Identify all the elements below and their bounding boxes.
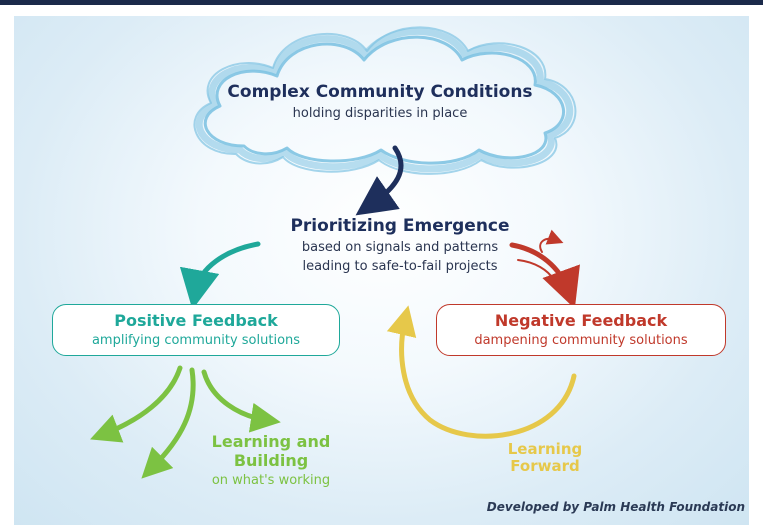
negative-feedback-subtitle: dampening community solutions bbox=[474, 333, 688, 348]
arrows-learning-building bbox=[90, 365, 281, 479]
learning-building-line-2: Building bbox=[233, 451, 309, 470]
credit-text: Developed by Palm Health Foundation bbox=[486, 500, 745, 514]
emergence-title: Prioritizing Emergence bbox=[290, 216, 510, 236]
background-panel bbox=[14, 16, 749, 525]
cloud-shape bbox=[193, 26, 577, 175]
arrow-emergence-to-negative bbox=[509, 229, 580, 309]
negative-feedback-title: Negative Feedback bbox=[494, 311, 668, 330]
arrow-emergence-to-positive bbox=[179, 241, 261, 310]
arrow-cloud-to-emergence bbox=[355, 145, 404, 216]
negative-feedback-box bbox=[436, 304, 726, 356]
positive-feedback-subtitle: amplifying community solutions bbox=[91, 333, 301, 348]
positive-feedback-title: Positive Feedback bbox=[114, 311, 278, 330]
arrow-learning-forward bbox=[386, 305, 577, 439]
learning-forward-line-2: Forward bbox=[510, 457, 580, 475]
cloud-title: Complex Community Conditions bbox=[227, 82, 533, 102]
emergence-line-2: leading to safe-to-fail projects bbox=[302, 259, 498, 274]
positive-feedback-box bbox=[52, 304, 340, 356]
learning-building-subtitle: on what's working bbox=[211, 473, 331, 488]
learning-forward-line-1: Learning bbox=[507, 440, 583, 458]
top-bar bbox=[0, 0, 763, 5]
cloud-subtitle: holding disparities in place bbox=[292, 106, 468, 121]
emergence-line-1: based on signals and patterns bbox=[301, 240, 499, 255]
learning-building-line-1: Learning and bbox=[211, 432, 331, 451]
